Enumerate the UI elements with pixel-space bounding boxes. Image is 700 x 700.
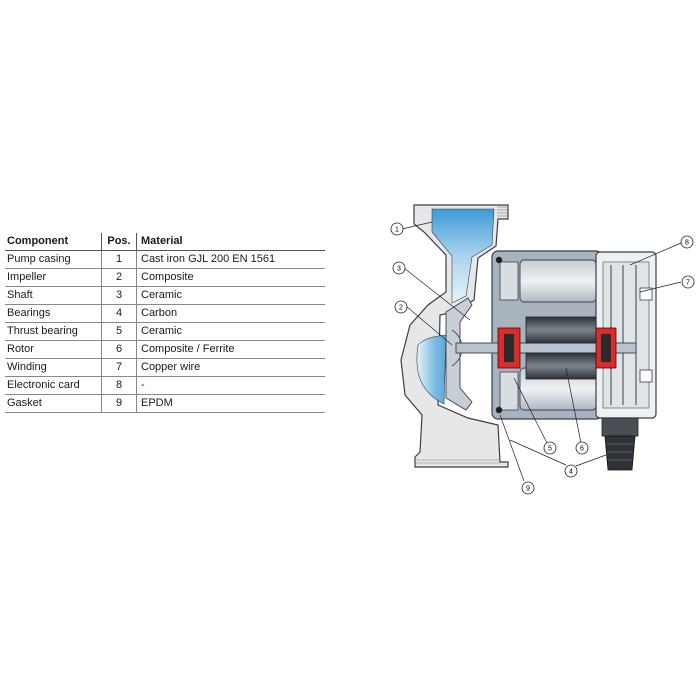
cell-position: 7	[101, 358, 137, 377]
cell-material: -	[136, 376, 325, 395]
callout-9-label: 9	[526, 486, 530, 493]
components-table: Component Pos. Material Pump casing 1 Ca…	[5, 233, 325, 413]
callout-5: 5	[543, 441, 557, 455]
cell-material: Copper wire	[136, 358, 325, 377]
cell-material: Composite	[136, 268, 325, 287]
callout-4: 4	[564, 464, 578, 478]
cell-component: Rotor	[5, 340, 102, 359]
table-row: Shaft 3 Ceramic	[5, 286, 325, 305]
callout-6-label: 6	[580, 446, 584, 453]
leader-lines	[401, 221, 682, 482]
cell-component: Bearings	[5, 304, 102, 323]
cell-component: Electronic card	[5, 376, 102, 395]
cell-component: Pump casing	[5, 250, 102, 269]
table-row: Gasket 9 EPDM	[5, 394, 325, 413]
callout-4-label: 4	[569, 469, 573, 476]
table-header-row: Component Pos. Material	[5, 233, 325, 251]
cell-material: Cast iron GJL 200 EN 1561	[136, 250, 325, 269]
header-position: Pos.	[101, 233, 137, 251]
cell-position: 2	[101, 268, 137, 287]
table-row: Impeller 2 Composite	[5, 268, 325, 287]
header-component: Component	[5, 233, 102, 251]
header-material: Material	[136, 233, 325, 251]
cell-component: Gasket	[5, 394, 102, 413]
callout-2: 2	[394, 300, 408, 314]
pump-cross-section-diagram: 1 2 3 4 5 6 7 8 9	[390, 204, 695, 495]
callout-1: 1	[390, 222, 404, 236]
cell-component: Impeller	[5, 268, 102, 287]
cell-position: 3	[101, 286, 137, 305]
cell-material: Composite / Ferrite	[136, 340, 325, 359]
table-row: Rotor 6 Composite / Ferrite	[5, 340, 325, 359]
cell-material: Carbon	[136, 304, 325, 323]
table-row: Pump casing 1 Cast iron GJL 200 EN 1561	[5, 250, 325, 269]
table-row: Thrust bearing 5 Ceramic	[5, 322, 325, 341]
cell-position: 1	[101, 250, 137, 269]
callout-3-label: 3	[397, 266, 401, 273]
cell-position: 4	[101, 304, 137, 323]
callout-9: 9	[521, 481, 535, 495]
callout-3: 3	[392, 261, 406, 275]
table-row: Winding 7 Copper wire	[5, 358, 325, 377]
cell-component: Shaft	[5, 286, 102, 305]
callout-7: 7	[681, 275, 695, 289]
callout-1-label: 1	[395, 227, 399, 234]
callout-5-label: 5	[548, 446, 552, 453]
table-row: Bearings 4 Carbon	[5, 304, 325, 323]
cell-material: EPDM	[136, 394, 325, 413]
callout-7-label: 7	[686, 280, 690, 287]
cable-gland	[601, 417, 639, 471]
cell-material: Ceramic	[136, 322, 325, 341]
callout-8: 8	[680, 235, 694, 249]
rotor	[525, 316, 597, 380]
impeller	[445, 297, 473, 411]
callout-8-label: 8	[685, 240, 689, 247]
cell-position: 9	[101, 394, 137, 413]
callout-2-label: 2	[399, 305, 403, 312]
cell-position: 5	[101, 322, 137, 341]
cell-material: Ceramic	[136, 286, 325, 305]
callout-6: 6	[575, 441, 589, 455]
cell-position: 8	[101, 376, 137, 395]
bearings	[497, 327, 617, 369]
cell-component: Thrust bearing	[5, 322, 102, 341]
gaskets	[495, 256, 503, 414]
cell-component: Winding	[5, 358, 102, 377]
cell-position: 6	[101, 340, 137, 359]
pump-casing	[400, 204, 509, 468]
table-row: Electronic card 8 -	[5, 376, 325, 395]
